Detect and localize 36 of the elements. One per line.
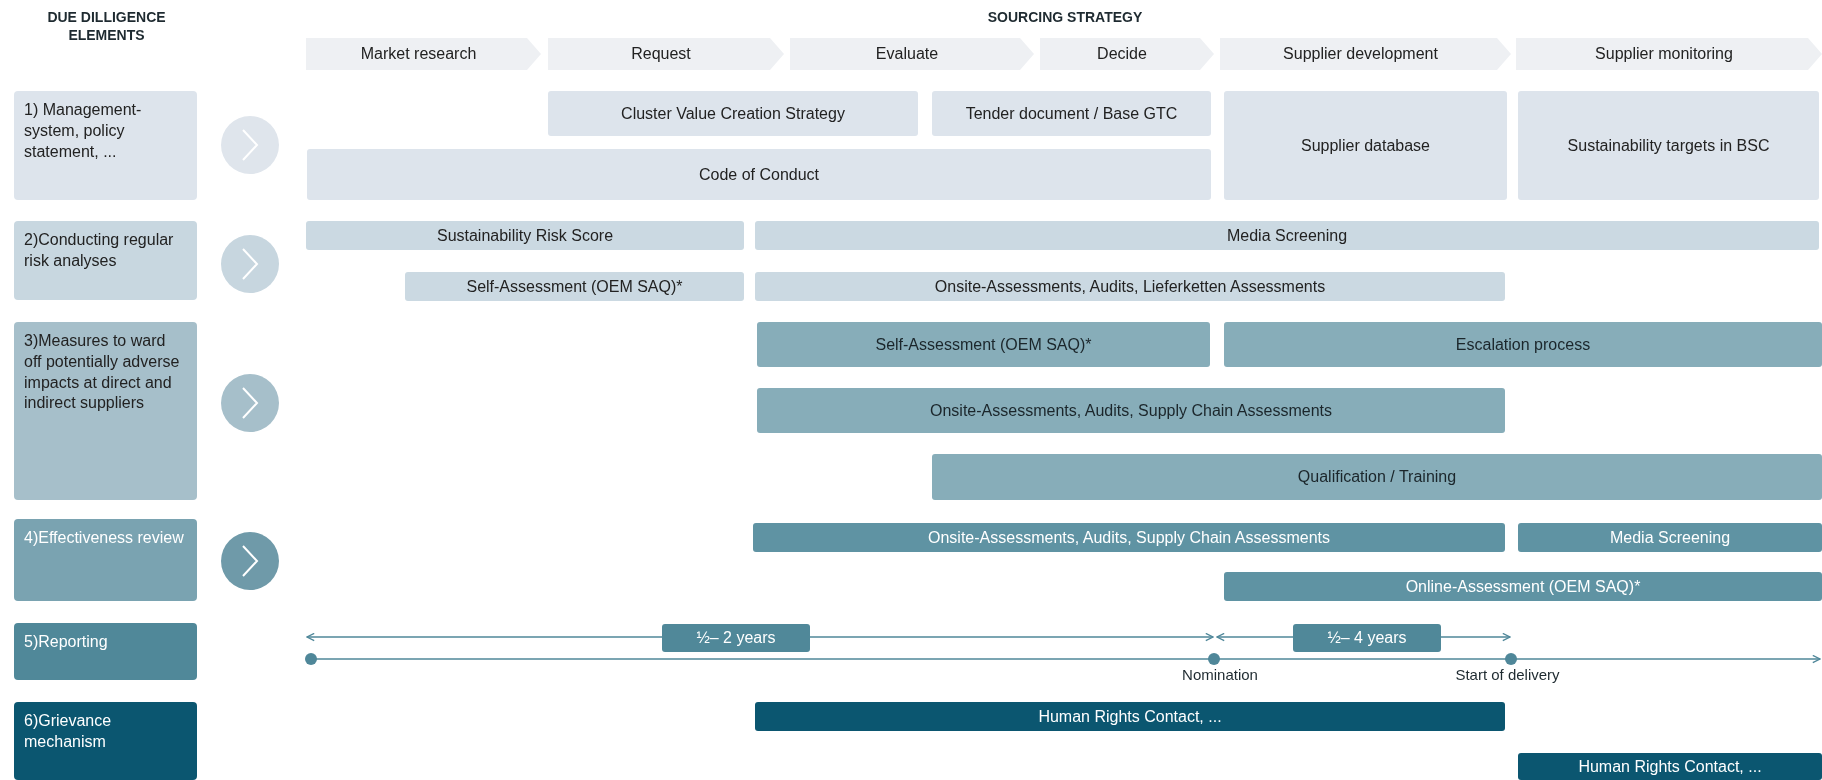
activity-bar: Cluster Value Creation Strategy xyxy=(548,91,918,136)
activity-bar: ½– 2 years xyxy=(662,624,810,652)
phase-header: Request xyxy=(548,38,784,70)
activity-bar: Human Rights Contact, ... xyxy=(1518,753,1822,780)
activity-bar: Self-Assessment (OEM SAQ)* xyxy=(405,272,744,301)
phase-header: Market research xyxy=(306,38,541,70)
activity-bar: Sustainability Risk Score xyxy=(306,221,744,250)
element-box: 2)Conducting regular risk analyses xyxy=(14,221,197,300)
activity-bar: Onsite-Assessments, Audits, Supply Chain Assessments xyxy=(757,388,1505,433)
milestone-label: Start of delivery xyxy=(1454,666,1561,683)
element-box: 5)Reporting xyxy=(14,623,197,680)
phase-header: Supplier development xyxy=(1220,38,1511,70)
phase-header: Decide xyxy=(1040,38,1214,70)
element-box: 1) Management-system, policy statement, ... xyxy=(14,91,197,200)
activity-bar: ½– 4 years xyxy=(1293,624,1441,652)
activity-bar: Media Screening xyxy=(755,221,1819,250)
activity-bar: Onsite-Assessments, Audits, Supply Chain Assessments xyxy=(753,523,1505,552)
column-heading: DUE DILLIGENCE ELEMENTS xyxy=(46,8,167,45)
element-box: 6)Grievance mechanism xyxy=(14,702,197,780)
column-heading: SOURCING STRATEGY xyxy=(986,8,1144,27)
activity-bar: Sustainability targets in BSC xyxy=(1518,91,1819,200)
phase-header: Evaluate xyxy=(790,38,1034,70)
element-box: 3)Measures to ward off potentially adverse impacts at direct and indirect suppliers xyxy=(14,322,197,500)
activity-bar: Qualification / Training xyxy=(932,454,1822,500)
activity-bar: Human Rights Contact, ... xyxy=(755,702,1505,731)
activity-bar: Media Screening xyxy=(1518,523,1822,552)
activity-bar: Supplier database xyxy=(1224,91,1507,200)
phase-header: Supplier monitoring xyxy=(1516,38,1822,70)
milestone-label: Nomination xyxy=(1181,666,1259,683)
activity-bar: Self-Assessment (OEM SAQ)* xyxy=(757,322,1210,367)
activity-bar: Escalation process xyxy=(1224,322,1822,367)
activity-bar: Tender document / Base GTC xyxy=(932,91,1211,136)
element-box: 4)Effectiveness review xyxy=(14,519,197,601)
activity-bar: Onsite-Assessments, Audits, Lieferketten Assessments xyxy=(755,272,1505,301)
activity-bar: Code of Conduct xyxy=(307,149,1211,200)
activity-bar: Online-Assessment (OEM SAQ)* xyxy=(1224,572,1822,601)
